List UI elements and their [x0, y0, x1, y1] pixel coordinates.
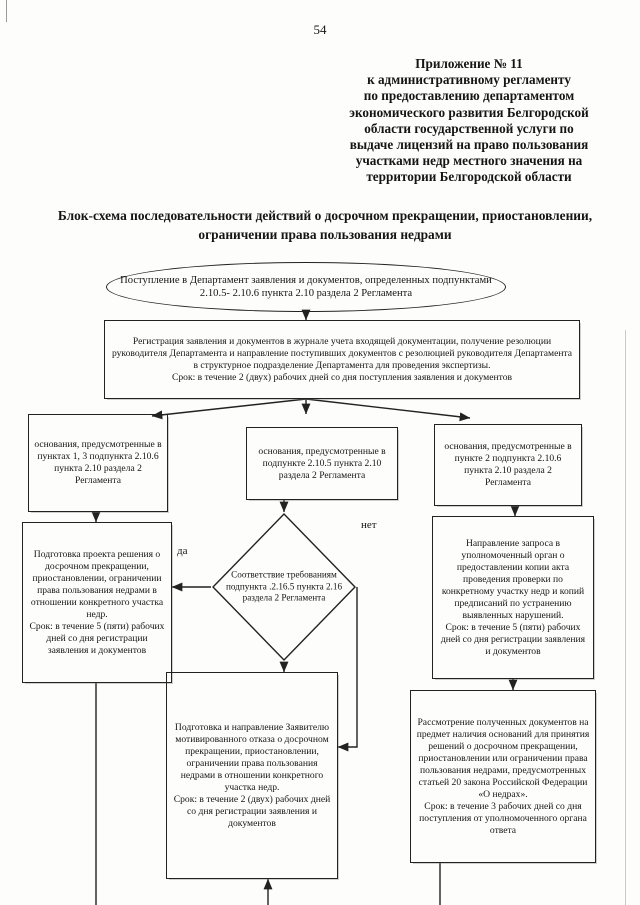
node-request-to-authority-text: Направление запроса в уполномоченный орг…: [441, 537, 585, 621]
node-draft-decision-text: Подготовка проекта решения о досрочном п…: [30, 548, 164, 620]
node-refusal-text: Подготовка и направление Заявителю мотив…: [174, 721, 330, 793]
scheme-title-line-3: пользования недрами: [319, 227, 452, 242]
diamond-outline: [212, 512, 356, 662]
node-draft-decision-term: Срок: в течение 5 (пяти) рабочих дней со…: [29, 620, 165, 656]
node-start-oval: Поступление в Департамент заявления и до…: [106, 262, 506, 312]
node-refusal: Подготовка и направление Заявителю мотив…: [166, 672, 338, 879]
node-review-documents: Рассмотрение полученных документов на пр…: [410, 690, 596, 863]
edge-label-yes: да: [177, 545, 188, 557]
appendix-heading-line-3: по предоставлению департаментом: [363, 88, 575, 104]
scheme-title-line-1: Блок-схема последовательности действий: [57, 208, 312, 223]
appendix-heading-line-6: выдаче лицензий на право пользования: [349, 137, 589, 153]
node-request-to-authority: Направление запроса в уполномоченный орг…: [432, 516, 594, 679]
node-decision-diamond-text: Соответствие требованиям подпункта .2.16…: [225, 569, 343, 603]
node-grounds-center-text: основания, предусмотренные в подпункте 2…: [258, 445, 386, 481]
scan-artifact-left-edge: [6, 0, 7, 22]
node-grounds-right-text: основания, предусмотренные в пункте 2 по…: [444, 441, 572, 488]
appendix-heading-line-5: области государственной услуги по: [364, 120, 574, 136]
page-number: 54: [313, 22, 327, 37]
scheme-title: Блок-схема последовательности действий о…: [40, 206, 610, 244]
node-review-documents-text: Рассмотрение полученных документов на пр…: [416, 716, 590, 800]
node-review-documents-term: Срок: в течение 3 рабочих дней со дня по…: [419, 800, 587, 836]
edge-label-no: нет: [361, 519, 377, 531]
node-registration-text: Регистрация заявления и документов в жур…: [111, 335, 573, 371]
appendix-heading-line-4: экономического развития Белгородской: [349, 104, 589, 120]
node-grounds-left-text: основания, предусмотренные в пунктах 1, …: [34, 439, 162, 486]
appendix-heading-line-7: участками недр местного значения на: [355, 153, 583, 169]
node-refusal-term: Срок: в течение 2 (двух) рабочих дней со…: [173, 793, 331, 829]
node-registration: Регистрация заявления и документов в жур…: [104, 320, 580, 399]
scheme-title-line-2: о досрочном прекращении, приостановлении…: [198, 208, 593, 242]
node-decision-diamond: Соответствие требованиям подпункта .2.16…: [211, 512, 357, 662]
scan-artifact-right-edge: [625, 330, 626, 905]
node-grounds-right: основания, предусмотренные в пункте 2 по…: [434, 424, 582, 506]
appendix-heading-line-8: территории Белгородской области: [366, 169, 572, 185]
node-draft-decision: Подготовка проекта решения о досрочном п…: [22, 522, 172, 683]
node-start-oval-text: Поступление в Департамент заявления и до…: [120, 274, 492, 299]
node-request-to-authority-term: Срок: в течение 5 (пяти) рабочих дней со…: [440, 621, 586, 657]
node-grounds-left: основания, предусмотренные в пунктах 1, …: [28, 414, 168, 512]
node-grounds-center: основания, предусмотренные в подпункте 2…: [246, 427, 398, 500]
node-registration-term: Срок: в течение 2 (двух) рабочих дней со…: [171, 371, 513, 383]
appendix-heading-line-1: Приложение № 11: [415, 56, 523, 71]
appendix-heading-line-2: к административному регламенту: [367, 72, 571, 88]
appendix-heading: Приложение № 11 к административному регл…: [336, 56, 602, 186]
